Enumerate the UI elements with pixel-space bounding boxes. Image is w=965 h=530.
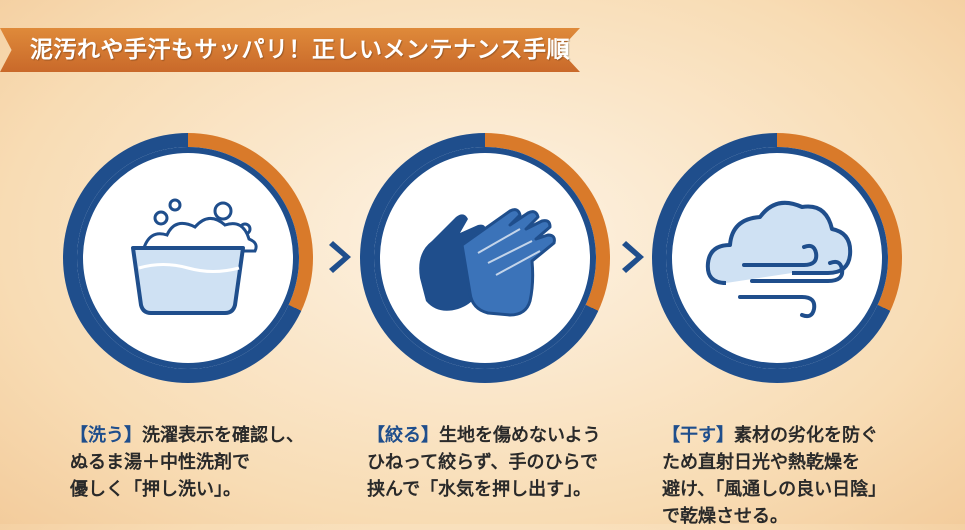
- step-2-circle: [360, 133, 610, 383]
- wash-basin-icon: [131, 198, 258, 315]
- cloud-wind-icon: [705, 200, 853, 319]
- hands-icon: [419, 208, 556, 317]
- step-3-description: 【干す】素材の劣化を防ぐ ため直射日光や熱乾燥を 避け、「風通しの良い日陰」 で…: [662, 395, 886, 530]
- step-1-circle: [63, 133, 313, 383]
- step-3-text: 素材の劣化を防ぐ ため直射日光や熱乾燥を 避け、「風通しの良い日陰」 で乾燥させ…: [662, 425, 887, 527]
- step-2-tag: 【絞る】: [367, 425, 439, 446]
- step-2-text: 生地を傷めないよう ひねって絞らず、手のひらで 挟んで「水気を押し出す」。: [367, 425, 601, 500]
- step-3-tag: 【干す】: [662, 425, 734, 446]
- step-3-circle: [652, 133, 902, 383]
- step-2-description: 【絞る】生地を傷めないよう ひねって絞らず、手のひらで 挟んで「水気を押し出す」…: [367, 395, 601, 503]
- step-1-description: 【洗う】洗濯表示を確認し、 ぬるま湯＋中性洗剤で 優しく「押し洗い」。: [70, 395, 304, 503]
- step-1-tag: 【洗う】: [70, 425, 142, 446]
- chevron-right-icon: [329, 241, 351, 273]
- chevron-right-icon: [622, 241, 644, 273]
- step-1-text: 洗濯表示を確認し、 ぬるま湯＋中性洗剤で 優しく「押し洗い」。: [70, 425, 304, 500]
- page-title: 泥汚れや手汗もサッパリ！正しいメンテナンス手順: [30, 37, 571, 63]
- title-banner: [0, 28, 580, 72]
